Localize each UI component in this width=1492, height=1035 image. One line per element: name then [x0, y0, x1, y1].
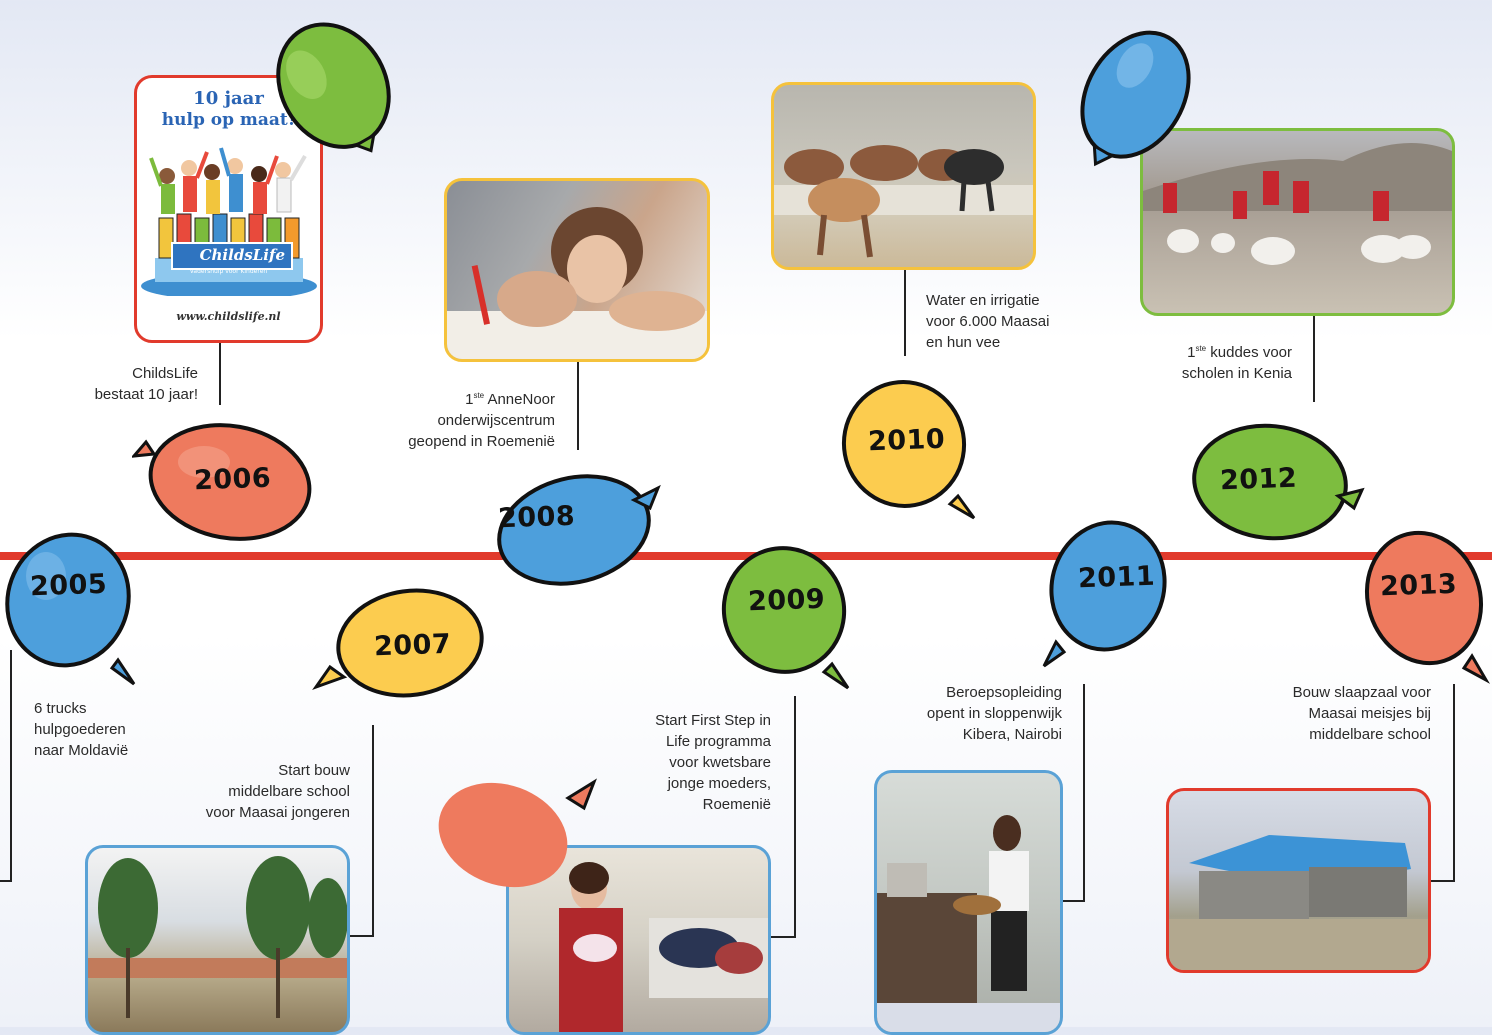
balloon-2012: [1192, 423, 1365, 541]
connector-2006: [219, 343, 221, 405]
connector-2010: [904, 270, 906, 356]
year-2007: 2007: [373, 628, 452, 663]
photo-2008-girl-writing: [444, 178, 710, 362]
photo-2007-school-site: [85, 845, 350, 1035]
photo-2012-goats-kenya: [1140, 128, 1455, 316]
year-2011: 2011: [1077, 560, 1156, 595]
poster-brand-text: ChildsLife: [199, 246, 285, 264]
caption-2007: Start bouw middelbare school voor Maasai…: [205, 762, 350, 821]
caption-2009: Start First Step in Life programma voor …: [655, 712, 771, 813]
year-2005: 2005: [29, 568, 108, 603]
connector-2005-foot: [0, 880, 12, 882]
poster-brand-logo: ChildsLife: [171, 242, 293, 270]
caption-2011: Beroepsopleiding opent in sloppenwijk Ki…: [926, 684, 1062, 743]
balloon-2013: [1364, 530, 1491, 684]
connector-2009-foot: [771, 936, 796, 938]
connector-2007-foot: [350, 935, 374, 937]
connector-2012: [1313, 316, 1315, 402]
poster-title-line1: 10 jaar: [193, 88, 264, 109]
year-2009: 2009: [747, 583, 826, 618]
year-2006: 2006: [193, 462, 272, 497]
connector-2011: [1083, 684, 1085, 902]
caption-2013: Bouw slaapzaal voor Maasai meisjes bij m…: [1292, 684, 1431, 743]
year-2012: 2012: [1219, 462, 1298, 497]
connector-2013-foot: [1431, 880, 1455, 882]
balloon-decor-green: [276, 22, 391, 153]
balloon-2010: [841, 380, 976, 520]
year-2010: 2010: [867, 423, 946, 458]
photo-2011-vocational-training: [874, 770, 1063, 1035]
connector-2005: [10, 650, 12, 882]
year-2013: 2013: [1379, 568, 1458, 603]
connector-2009: [794, 696, 796, 938]
balloon-2011: [1042, 520, 1167, 668]
balloon-decor-red: [438, 778, 597, 888]
connector-2008: [577, 362, 579, 450]
connector-2007: [372, 725, 374, 937]
connector-2011-foot: [1063, 900, 1085, 902]
caption-2008: 1ste AnneNoor onderwijscentrum geopend i…: [408, 391, 555, 450]
balloon-decor-blue: [1080, 30, 1191, 167]
caption-2006: ChildsLife bestaat 10 jaar!: [94, 365, 198, 403]
photo-2013-dormitory: [1166, 788, 1431, 973]
caption-2012: 1ste kuddes voor scholen in Kenia: [1181, 344, 1292, 382]
balloon-2009: [721, 546, 850, 690]
balloon-2007: [312, 588, 484, 698]
poster-url: www.childslife.nl: [176, 310, 281, 323]
balloon-2005: [5, 532, 136, 686]
poster-tagline: Vadershulp voor Kinderen: [189, 268, 268, 275]
photo-2010-cattle-drinking: [771, 82, 1036, 270]
balloon-2006: [132, 423, 312, 541]
year-2008: 2008: [497, 500, 576, 535]
poster-title-line2: hulp op maat!: [161, 110, 296, 130]
balloon-2008: [497, 474, 661, 586]
caption-2010: Water en irrigatie voor 6.000 Maasai en …: [926, 292, 1050, 351]
connector-2013: [1453, 684, 1455, 882]
timeline-line: [0, 552, 1492, 560]
caption-2005: 6 trucks hulpgoederen naar Moldavië: [34, 700, 129, 759]
